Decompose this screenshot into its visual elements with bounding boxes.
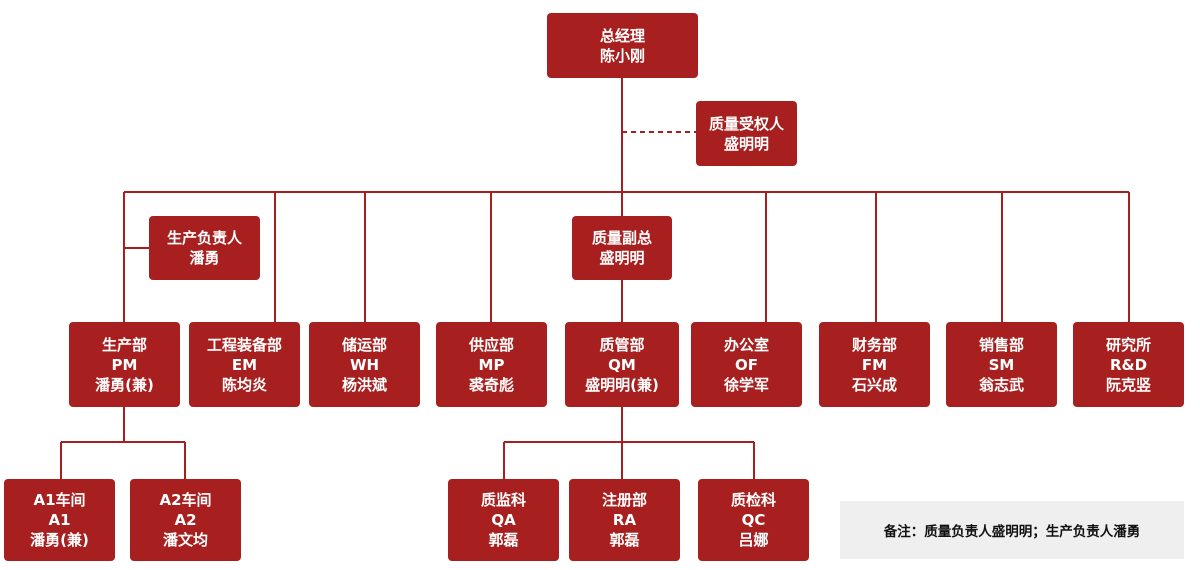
node-code: R&D [1109,355,1148,374]
node-section-qc: 质检科 QC 吕娜 [698,479,809,561]
node-general-manager: 总经理 陈小刚 [547,13,698,78]
node-dept-rd: 研究所 R&D 阮克竖 [1073,322,1184,407]
node-section-qa: 质监科 QA 郭磊 [448,479,559,561]
node-person: 杨洪斌 [341,375,387,394]
node-title: 生产负责人 [166,229,242,247]
node-title: 质量受权人 [708,114,784,133]
node-code: EM [231,355,258,374]
node-dept-pm: 生产部 PM 潘勇(兼) [69,322,180,407]
node-title: A2车间 [159,491,212,509]
node-code: QC [741,511,766,529]
node-code: OF [735,355,758,374]
node-production-head: 生产负责人 潘勇 [149,216,260,280]
node-code: A1 [48,511,71,529]
node-dept-qm: 质管部 QM 盛明明(兼) [565,322,679,407]
node-code: FM [861,355,888,374]
node-title: 储运部 [341,335,387,354]
node-person: 陈小刚 [599,46,645,65]
node-title: 供应部 [468,335,514,354]
node-title: 生产部 [101,335,147,354]
node-dept-wh: 储运部 WH 杨洪斌 [309,322,420,407]
node-code: PM [111,355,138,374]
node-title: A1车间 [33,491,86,509]
node-workshop-a1: A1车间 A1 潘勇(兼) [4,479,115,561]
remark-note: 备注：质量负责人盛明明；生产负责人潘勇 [840,501,1184,559]
node-code: WH [349,355,380,374]
node-code: A2 [174,511,197,529]
node-title: 办公室 [723,335,769,354]
node-person: 吕娜 [738,531,769,549]
node-person: 潘勇(兼) [95,375,154,394]
node-person: 潘勇(兼) [30,531,89,549]
node-person: 阮克竖 [1105,375,1151,394]
node-title: 工程装备部 [206,335,282,354]
node-section-ra: 注册部 RA 郭磊 [569,479,680,561]
node-code: SM [988,355,1015,374]
node-person: 翁志武 [978,375,1024,394]
node-title: 质监科 [480,491,526,509]
node-title: 注册部 [601,491,647,509]
node-person: 裘奇彪 [468,375,514,394]
node-title: 质检科 [730,491,776,509]
node-person: 潘文均 [162,531,208,549]
node-code: QA [491,511,516,529]
node-person: 盛明明(兼) [585,375,659,394]
node-title: 研究所 [1105,335,1151,354]
node-person: 潘勇 [189,249,220,267]
node-title: 质管部 [599,335,645,354]
node-dept-em: 工程装备部 EM 陈均炎 [189,322,300,407]
node-person: 徐学军 [723,375,769,394]
node-workshop-a2: A2车间 A2 潘文均 [130,479,241,561]
node-dept-sm: 销售部 SM 翁志武 [946,322,1057,407]
node-person: 郭磊 [609,531,640,549]
node-quality-authorized-person: 质量受权人 盛明明 [696,101,797,166]
node-title: 质量副总 [591,229,652,247]
node-person: 石兴成 [851,375,897,394]
node-person: 陈均炎 [221,375,267,394]
node-dept-fm: 财务部 FM 石兴成 [819,322,930,407]
node-code: QM [608,355,636,374]
node-person: 盛明明 [723,134,769,153]
node-person: 盛明明 [599,249,645,267]
node-dept-mp: 供应部 MP 裘奇彪 [436,322,547,407]
node-code: RA [612,511,637,529]
node-dept-of: 办公室 OF 徐学军 [691,322,802,407]
node-person: 郭磊 [488,531,519,549]
node-title: 总经理 [599,26,645,45]
node-quality-vp: 质量副总 盛明明 [572,216,672,280]
node-title: 销售部 [978,335,1024,354]
node-title: 财务部 [851,335,897,354]
node-code: MP [478,355,505,374]
